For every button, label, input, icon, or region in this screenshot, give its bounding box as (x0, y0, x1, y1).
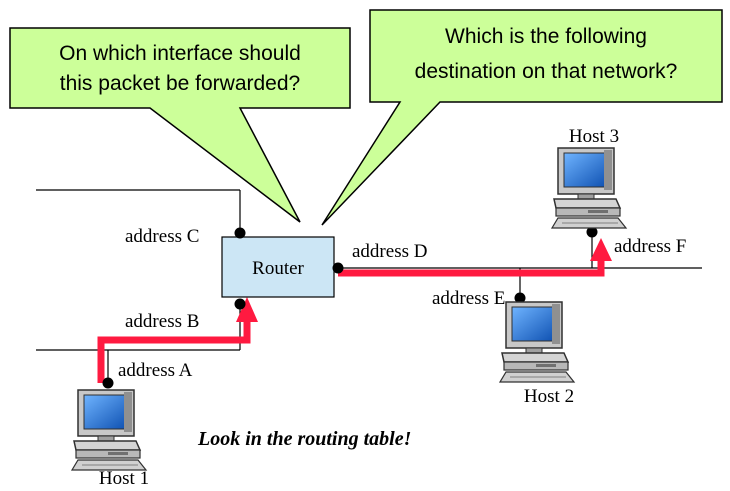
address-a-label: address A (118, 360, 193, 381)
address-b-label: address B (125, 311, 199, 332)
interface-dot-d (332, 262, 344, 274)
interface-dot-f (586, 226, 598, 238)
callout-left (9, 27, 351, 223)
routing-table-note: Look in the routing table! (197, 428, 411, 450)
host3-computer-icon (551, 147, 627, 229)
host1-label: Host 1 (99, 468, 149, 489)
address-e-label: address E (432, 288, 505, 309)
host3-label: Host 3 (569, 126, 619, 147)
interface-dot-a (102, 377, 114, 389)
interface-dot-c (234, 227, 246, 239)
interface-dot-e (514, 292, 526, 304)
packet-path-out (338, 258, 605, 277)
host2-label: Host 2 (524, 386, 574, 407)
host2-computer-icon (499, 301, 575, 383)
packet-path-in (97, 318, 251, 383)
address-c-label: address C (125, 226, 199, 247)
host1-computer-icon (71, 389, 147, 471)
callout-left-line2: this packet be forwarded? (60, 72, 300, 95)
callout-left-line1: On which interface should (59, 42, 301, 65)
packet-path-in-arrowhead (236, 297, 258, 322)
callout-right-line1: Which is the following (445, 25, 647, 48)
interface-dot-b (234, 298, 246, 310)
packet-path-out-arrowhead (590, 238, 612, 261)
router-box (221, 236, 335, 298)
callout-right (321, 9, 723, 226)
callout-right-line2: destination on that network? (415, 60, 678, 83)
router-label: Router (252, 258, 304, 279)
address-d-label: address D (352, 241, 427, 262)
address-f-label: address F (614, 236, 686, 257)
